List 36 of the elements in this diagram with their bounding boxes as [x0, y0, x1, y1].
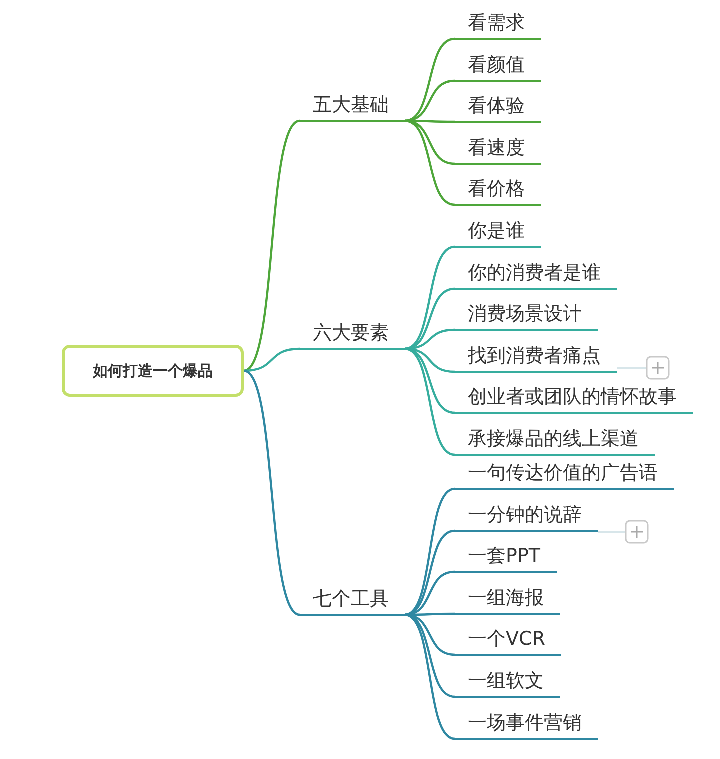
topic-label: 六大要素: [300, 320, 405, 350]
topic-label: 五大基础: [300, 92, 405, 122]
branch-line: [404, 348, 456, 456]
topic-label: 找到消费者痛点: [455, 343, 617, 373]
branch-line: [244, 348, 300, 372]
topic-label: 看体验: [455, 93, 541, 123]
topic-label: 一组海报: [455, 585, 560, 615]
topic-label: 一套PPT: [455, 543, 557, 573]
topic-label: 一个VCR: [455, 626, 562, 656]
topic-label: 七个工具: [300, 586, 405, 616]
topic-label: 看价格: [455, 176, 541, 206]
branch-line: [404, 80, 456, 122]
branch-line: [404, 614, 456, 740]
topic-label: 创业者或团队的情怀故事: [455, 384, 693, 414]
branch-line: [404, 570, 456, 616]
topic-label: 消费场景设计: [455, 301, 598, 331]
topic-label: 看颜值: [455, 52, 541, 82]
branch-line: [404, 246, 456, 350]
topic-label: 承接爆品的线上渠道: [455, 426, 655, 456]
branch-line: [404, 614, 456, 698]
branch-line: [404, 288, 456, 350]
topic-label: 一组软文: [455, 668, 560, 698]
topic-label: 你是谁: [455, 218, 541, 248]
branch-line: [243, 370, 301, 616]
topic-label: 看速度: [455, 135, 541, 165]
branch-line: [243, 120, 301, 372]
topic-label: 一分钟的说辞: [455, 502, 598, 532]
topic-label: 看需求: [455, 10, 541, 40]
topic-label: 你的消费者是谁: [455, 260, 617, 290]
branch-line: [404, 488, 456, 616]
branch-line: [404, 120, 456, 206]
branch-line: [404, 530, 456, 616]
root-topic-box: 如何打造一个爆品: [62, 345, 244, 397]
branch-line: [404, 38, 456, 122]
topic-label: 一句传达价值的广告语: [455, 460, 674, 490]
topic-label: 一场事件营销: [455, 710, 598, 740]
